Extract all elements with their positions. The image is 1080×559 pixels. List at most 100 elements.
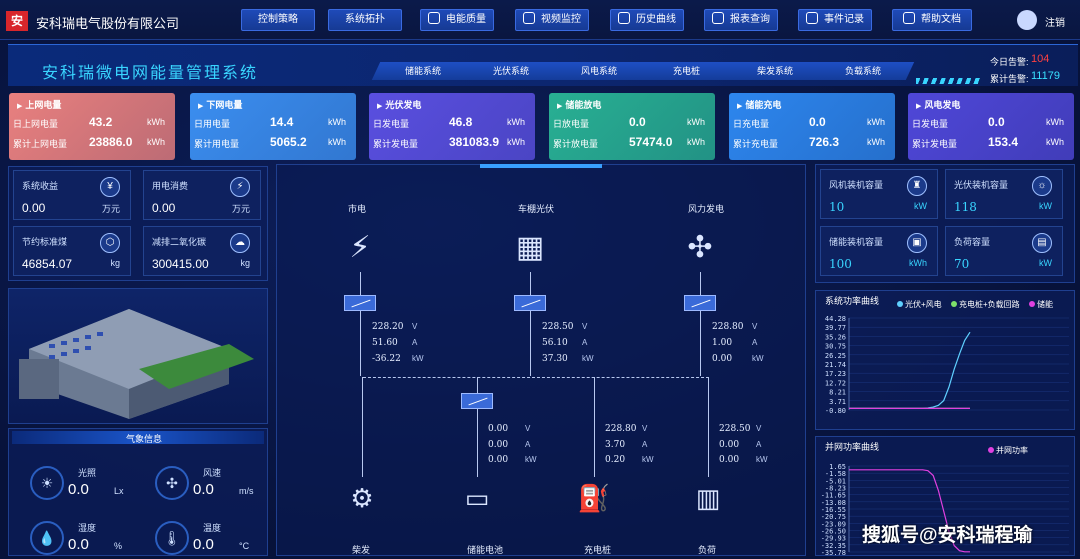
weather-title: 气象信息: [126, 434, 163, 444]
unit-a: A: [412, 338, 418, 347]
tab-label: 风电系统: [580, 66, 617, 76]
card-row-value: 0.0: [809, 115, 826, 129]
card-row-unit: kWh: [1046, 137, 1064, 147]
tab-charging-pile[interactable]: 充电桩: [635, 62, 739, 80]
video-icon: [523, 12, 535, 24]
load-label: 储能电池: [467, 545, 504, 555]
nav-video-monitor[interactable]: 视频监控: [515, 9, 589, 31]
stat-value: 300415.00: [152, 257, 209, 271]
stat-unit: kg: [110, 258, 120, 268]
card-row-value: 5065.2: [270, 135, 307, 149]
y-tick-label: -13.08: [821, 499, 846, 507]
weather-label: 湿度: [78, 523, 97, 533]
card-row-value: 153.4: [988, 135, 1019, 149]
tab-diesel-system[interactable]: 柴发系统: [723, 62, 827, 80]
card-row-unit: kWh: [687, 137, 705, 147]
y-tick-label: 44.28: [825, 315, 846, 323]
nav-report-query[interactable]: 报表查询: [704, 9, 778, 31]
alarm-today-value[interactable]: 104: [1031, 53, 1050, 65]
chart-icon: [618, 12, 630, 24]
card-row-unit: kWh: [328, 117, 346, 127]
tab-wind-system[interactable]: 风电系统: [547, 62, 651, 80]
stat-unit: kg: [240, 258, 250, 268]
reading-v: 228.20: [372, 322, 404, 332]
nav-system-topology[interactable]: 系统拓扑: [328, 9, 402, 31]
card-row-unit: kWh: [147, 117, 165, 127]
grid-power-chart: 并网功率曲线并网功率1.65-1.58-5.01-8.23-11.65-13.0…: [821, 441, 1069, 556]
load-label: 负荷: [698, 545, 717, 555]
nav-event-record[interactable]: 事件记录: [798, 9, 872, 31]
wind-turbine-icon: ✣: [687, 231, 713, 264]
reading-a: 0.00: [488, 440, 509, 450]
user-avatar[interactable]: [1017, 10, 1037, 30]
nav-label: 历史曲线: [636, 14, 676, 25]
card-title: 上网电量: [17, 98, 61, 111]
nav-label: 系统拓扑: [345, 14, 385, 25]
source-label: 车棚光伏: [518, 204, 555, 214]
storage-icon: ▣: [907, 233, 927, 253]
card-row-value: 726.3: [809, 135, 840, 149]
reading-a: 1.00: [712, 338, 733, 348]
logout-link[interactable]: 注销: [1045, 18, 1065, 29]
nav-help-docs[interactable]: 帮助文档: [892, 9, 972, 31]
reading-kw: 0.20: [605, 455, 626, 465]
wind-turbine-icon: ♜: [907, 176, 927, 196]
watermark-text: 搜狐号@安科瑞程瑜: [862, 525, 1033, 546]
tab-storage-system[interactable]: 储能系统: [371, 62, 475, 80]
card-title: 下网电量: [198, 98, 242, 111]
breaker-switch[interactable]: [684, 295, 716, 311]
reading-v: 228.80: [605, 424, 637, 434]
chart-title: 并网功率曲线: [825, 441, 879, 452]
company-logo: 安: [6, 11, 28, 31]
breaker-switch[interactable]: [514, 295, 546, 311]
weather-header-bar: [12, 431, 264, 444]
tab-load-system[interactable]: 负载系统: [811, 62, 915, 80]
legend-label: 充电桩+负载回路: [959, 299, 1020, 309]
breaker-switch[interactable]: [344, 295, 376, 311]
unit-kw: kW: [525, 455, 537, 464]
stat-label: 减排二氧化碳: [152, 237, 207, 247]
carport-solar-icon: ▦: [515, 231, 545, 264]
unit-v: V: [412, 322, 418, 331]
alarm-total-value[interactable]: 11179: [1031, 70, 1060, 82]
card-row-label: 累计放电量: [553, 139, 599, 149]
card-row-unit: kWh: [507, 137, 525, 147]
building-model-image: [19, 309, 254, 419]
weather-value: 0.0: [68, 536, 89, 553]
nav-control-strategy[interactable]: 控制策略: [241, 9, 315, 31]
card-row-label: 日发电量: [912, 119, 949, 129]
stat-label: 储能装机容量: [829, 237, 884, 247]
load-line: [708, 377, 709, 477]
diesel-generator-icon: ⚙: [350, 483, 374, 513]
system-title: 安科瑞微电网能量管理系统: [42, 63, 259, 82]
stat-unit: kWh: [909, 258, 927, 268]
system-power-chart: 系统功率曲线光伏+风电充电桩+负载回路储能44.2839.7735.2630.7…: [825, 295, 1069, 415]
y-tick-label: 35.26: [825, 333, 846, 341]
unit-v: V: [752, 322, 758, 331]
nav-history-curve[interactable]: 历史曲线: [610, 9, 684, 31]
tab-pv-system[interactable]: 光伏系统: [459, 62, 563, 80]
tab-label: 光伏系统: [492, 66, 529, 76]
unit-a: A: [756, 440, 762, 449]
tab-label: 储能系统: [404, 66, 441, 76]
nav-power-quality[interactable]: 电能质量: [420, 9, 494, 31]
money-icon: ¥: [100, 177, 120, 197]
breaker-switch[interactable]: [461, 393, 493, 409]
nav-label: 电能质量: [446, 14, 486, 25]
y-tick-label: 8.21: [829, 389, 846, 397]
reading-kw: 0.00: [719, 455, 740, 465]
y-tick-label: -5.01: [825, 477, 846, 485]
nav-label: 视频监控: [541, 14, 581, 25]
